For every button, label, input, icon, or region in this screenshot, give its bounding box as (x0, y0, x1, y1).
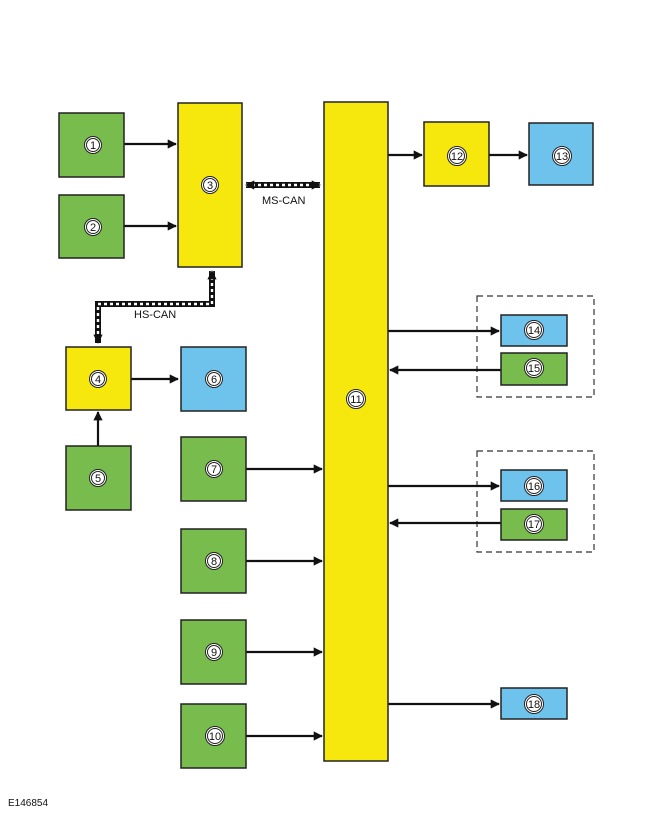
block-16: 16 (500, 469, 568, 502)
badge-10-disc (207, 728, 223, 744)
badge-6-disc (207, 372, 221, 386)
figure-reference: E146854 (8, 798, 48, 809)
badge-9-disc (207, 645, 221, 659)
block-1: 1 (58, 112, 125, 178)
badge-8-label: 8 (211, 556, 217, 568)
badge-2-disc (86, 220, 100, 234)
block-11-box (323, 101, 389, 762)
ms-can-label: MS-CAN (262, 195, 305, 207)
block-8: 8 (180, 528, 247, 594)
badge-9-label: 9 (211, 647, 217, 659)
block-12: 12 (423, 121, 490, 187)
badge-7-label: 7 (211, 464, 217, 476)
block-9: 9 (180, 619, 247, 685)
block-12-box (423, 121, 490, 187)
badge-12-label: 12 (451, 151, 463, 163)
badge-12-disc (449, 148, 465, 164)
badge-10-label: 10 (209, 731, 221, 743)
block-11: 11 (323, 101, 389, 762)
block-15: 15 (500, 352, 568, 386)
badge-13-disc (554, 148, 570, 164)
block-4: 4 (65, 346, 132, 411)
block-14: 14 (500, 314, 568, 347)
block-6: 6 (180, 346, 247, 412)
badge-11-label: 11 (350, 394, 361, 406)
block-10: 10 (180, 703, 247, 769)
badge-3-disc (203, 178, 217, 192)
badge-17-label: 17 (528, 519, 540, 531)
block-18: 18 (500, 687, 568, 720)
block-3: 3 (177, 102, 243, 268)
badge-5-label: 5 (95, 473, 101, 485)
block-2: 2 (58, 194, 125, 259)
badge-11-disc (348, 391, 364, 407)
badge-1-label: 1 (90, 140, 96, 152)
badge-8-disc (207, 554, 221, 568)
badge-16-disc (526, 478, 542, 494)
badge-17-disc (526, 516, 542, 532)
group-outline-16-17 (476, 450, 595, 553)
badge-18-label: 18 (528, 699, 540, 711)
badge-18-disc (526, 696, 542, 712)
group-outline-14-15 (476, 295, 595, 398)
block-7: 7 (180, 436, 247, 502)
badge-14-disc (526, 322, 542, 338)
block-13: 13 (528, 122, 594, 186)
connections (93, 139, 528, 741)
hs-can-label: HS-CAN (134, 309, 176, 321)
badge-1-disc (86, 138, 100, 152)
block-17: 17 (500, 508, 568, 541)
connection-3-to-4-bus-outline (95, 271, 215, 343)
badge-4-disc (91, 372, 105, 386)
badge-7-disc (207, 462, 221, 476)
block-5: 5 (65, 445, 132, 511)
badge-15-label: 15 (528, 363, 540, 375)
badge-4-label: 4 (95, 374, 101, 386)
badge-16-label: 16 (528, 481, 540, 493)
badge-15-disc (526, 360, 542, 376)
badge-14-label: 14 (528, 325, 540, 337)
badge-5-disc (91, 471, 105, 485)
badge-3-label: 3 (207, 180, 213, 192)
badge-6-label: 6 (211, 374, 217, 386)
badge-2-label: 2 (90, 222, 96, 234)
badge-13-label: 13 (556, 151, 568, 163)
